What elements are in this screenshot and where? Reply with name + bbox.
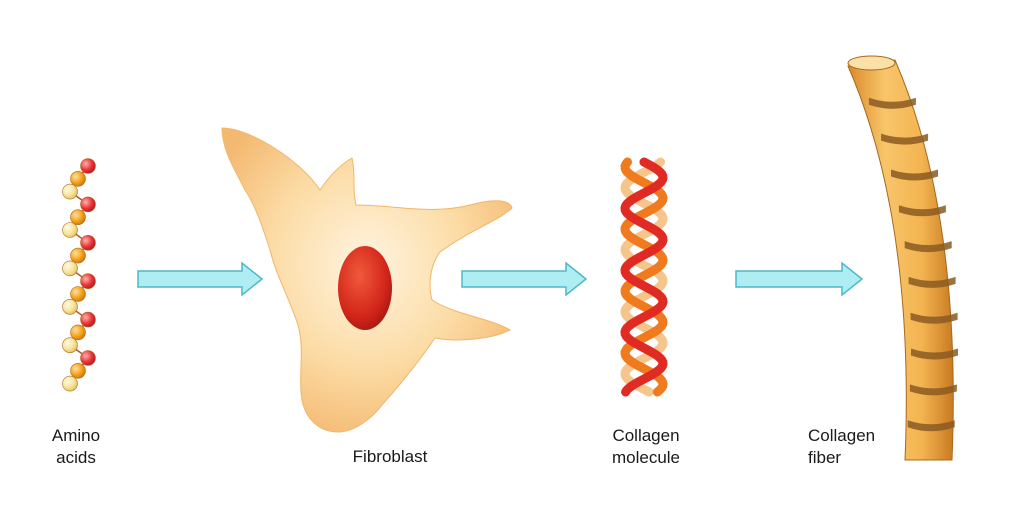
amino-acid-bead <box>70 247 86 264</box>
amino-acid-bead <box>80 350 96 366</box>
amino-acid-bead <box>70 286 86 302</box>
amino-acid-bead <box>80 235 96 251</box>
amino-acid-bead <box>62 183 78 200</box>
fiber-band <box>908 276 956 288</box>
label-amino-acids: Amino acids <box>51 426 101 467</box>
amino-acid-bead <box>80 196 96 213</box>
label-collagen-fiber: Collagen fiber <box>808 426 876 467</box>
fiber-band <box>898 205 946 217</box>
fibroblast-cell <box>221 127 513 433</box>
fiber-band <box>911 348 958 360</box>
fiber-band <box>910 312 958 324</box>
amino-acid-bead <box>62 260 78 277</box>
amino-acid-bead <box>70 209 86 225</box>
helix-strand <box>620 157 668 397</box>
fiber-bands <box>868 97 958 432</box>
amino-acid-chain <box>62 158 96 392</box>
amino-acid-bead <box>80 273 96 290</box>
amino-acid-bead <box>70 171 86 187</box>
amino-acid-bead <box>70 362 86 379</box>
amino-acid-bead <box>62 222 78 238</box>
collagen-fiber-shape <box>847 55 958 461</box>
amino-acid-bead <box>70 324 86 341</box>
arrow-1 <box>137 261 264 297</box>
amino-acid-bead <box>80 158 96 174</box>
arrow-3 <box>735 261 864 297</box>
fiber-band <box>907 420 955 432</box>
amino-acid-bead <box>62 337 78 354</box>
fiber-band <box>904 241 952 253</box>
helix-strand <box>620 157 668 397</box>
fiber-band <box>891 169 938 181</box>
collagen-triple-helix <box>620 157 668 397</box>
amino-acid-bead <box>62 375 78 392</box>
cell-nucleus <box>338 246 392 330</box>
label-collagen-molecule: Collagen molecule <box>611 426 681 467</box>
arrow-2 <box>461 261 588 297</box>
label-fibroblast: Fibroblast <box>352 447 428 466</box>
amino-acid-bead <box>80 311 96 328</box>
fiber-band <box>909 384 957 396</box>
fiber-band <box>881 133 929 145</box>
amino-acid-bead <box>62 298 78 315</box>
fiber-band <box>868 97 916 109</box>
